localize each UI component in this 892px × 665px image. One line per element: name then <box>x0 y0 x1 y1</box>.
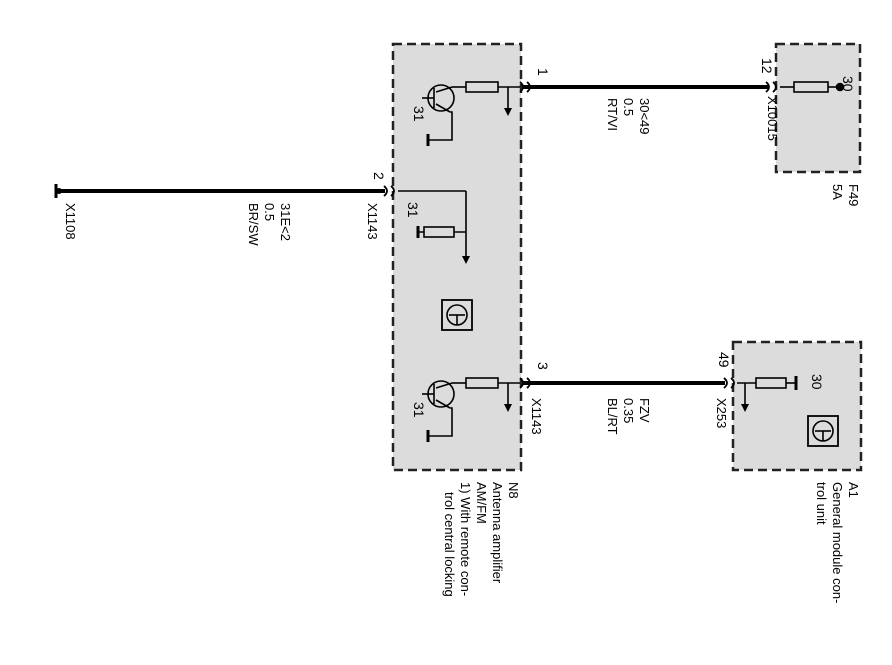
a1-module-box <box>731 340 863 472</box>
x1143-pin2-label: X1143 <box>365 203 380 240</box>
a1-name-line1: General module con- <box>830 482 845 603</box>
fuse-terminal-30-label: 30 <box>840 76 856 92</box>
n8-top-transistor-stage <box>422 81 520 146</box>
n8-name-line2: AM/FM <box>474 482 489 524</box>
n8-id-label: N8 <box>506 482 521 499</box>
x1108-label: X1108 <box>63 203 78 240</box>
n8-name-line1: Antenna amplifier <box>490 482 505 584</box>
x1143-pin3-label: X1143 <box>529 398 544 435</box>
wire-1-color: RT/VI <box>605 98 620 131</box>
a1-arrow-icon <box>741 404 749 412</box>
f49-fuse-symbol <box>780 81 845 93</box>
n8-name-line4: trol central locking <box>442 492 457 597</box>
wire-2-code: 31E<2 <box>278 203 293 241</box>
a1-internal-circuit <box>737 376 798 404</box>
wire-3-code: FZV <box>637 398 652 423</box>
pin-2-label: 2 <box>371 172 387 180</box>
n8-ground-top-label: 31 <box>411 106 427 122</box>
n8-ground-bottom-label: 31 <box>411 402 427 418</box>
wire-2-cross-section: 0.5 <box>262 203 277 221</box>
wire-2-color: BR/SW <box>246 203 261 246</box>
connector-pin-12 <box>765 81 777 93</box>
fuse-id-label: F49 <box>846 184 861 206</box>
pin-3-label: 3 <box>535 362 551 370</box>
n8-bottom-transistor-stage <box>422 377 520 442</box>
connector-pin-3 <box>519 377 531 389</box>
n8-bottom-arrow-icon <box>504 404 512 412</box>
n8-middle-resistor-stage <box>398 190 467 258</box>
fuse-pin-12-label: 12 <box>759 58 775 74</box>
wire-3-color: BL/RT <box>605 398 620 435</box>
n8-antenna-amplifier-box <box>391 42 523 472</box>
antenna-symbol-icon <box>441 299 473 331</box>
n8-middle-arrow-icon <box>462 256 470 264</box>
x253-label: X253 <box>714 398 729 428</box>
fuse-rating-label: 5A <box>830 184 845 200</box>
a1-terminal-30-label: 30 <box>809 374 825 390</box>
connector-pin-1 <box>519 81 531 93</box>
wire-1-code: 30<49 <box>637 98 652 135</box>
a1-id-label: A1 <box>846 482 861 498</box>
x1108-ground-symbol <box>54 184 62 198</box>
wire-3-cross-section: 0.35 <box>621 398 636 423</box>
pin-1-label: 1 <box>535 68 551 76</box>
connector-pin-49 <box>723 377 735 389</box>
f49-fuse-box <box>774 42 862 174</box>
a1-pin-49-label: 49 <box>716 352 732 368</box>
n8-name-line3: 1) With remote con- <box>458 482 473 596</box>
control-unit-symbol-icon <box>807 415 839 447</box>
a1-name-line2: trol unit <box>814 482 829 525</box>
x10015-label: X10015 <box>765 96 780 141</box>
connector-pin-2 <box>383 185 395 197</box>
wire-1-cross-section: 0.5 <box>621 98 636 116</box>
n8-ground-mid-label: 31 <box>405 202 421 218</box>
n8-top-arrow-icon <box>504 108 512 116</box>
